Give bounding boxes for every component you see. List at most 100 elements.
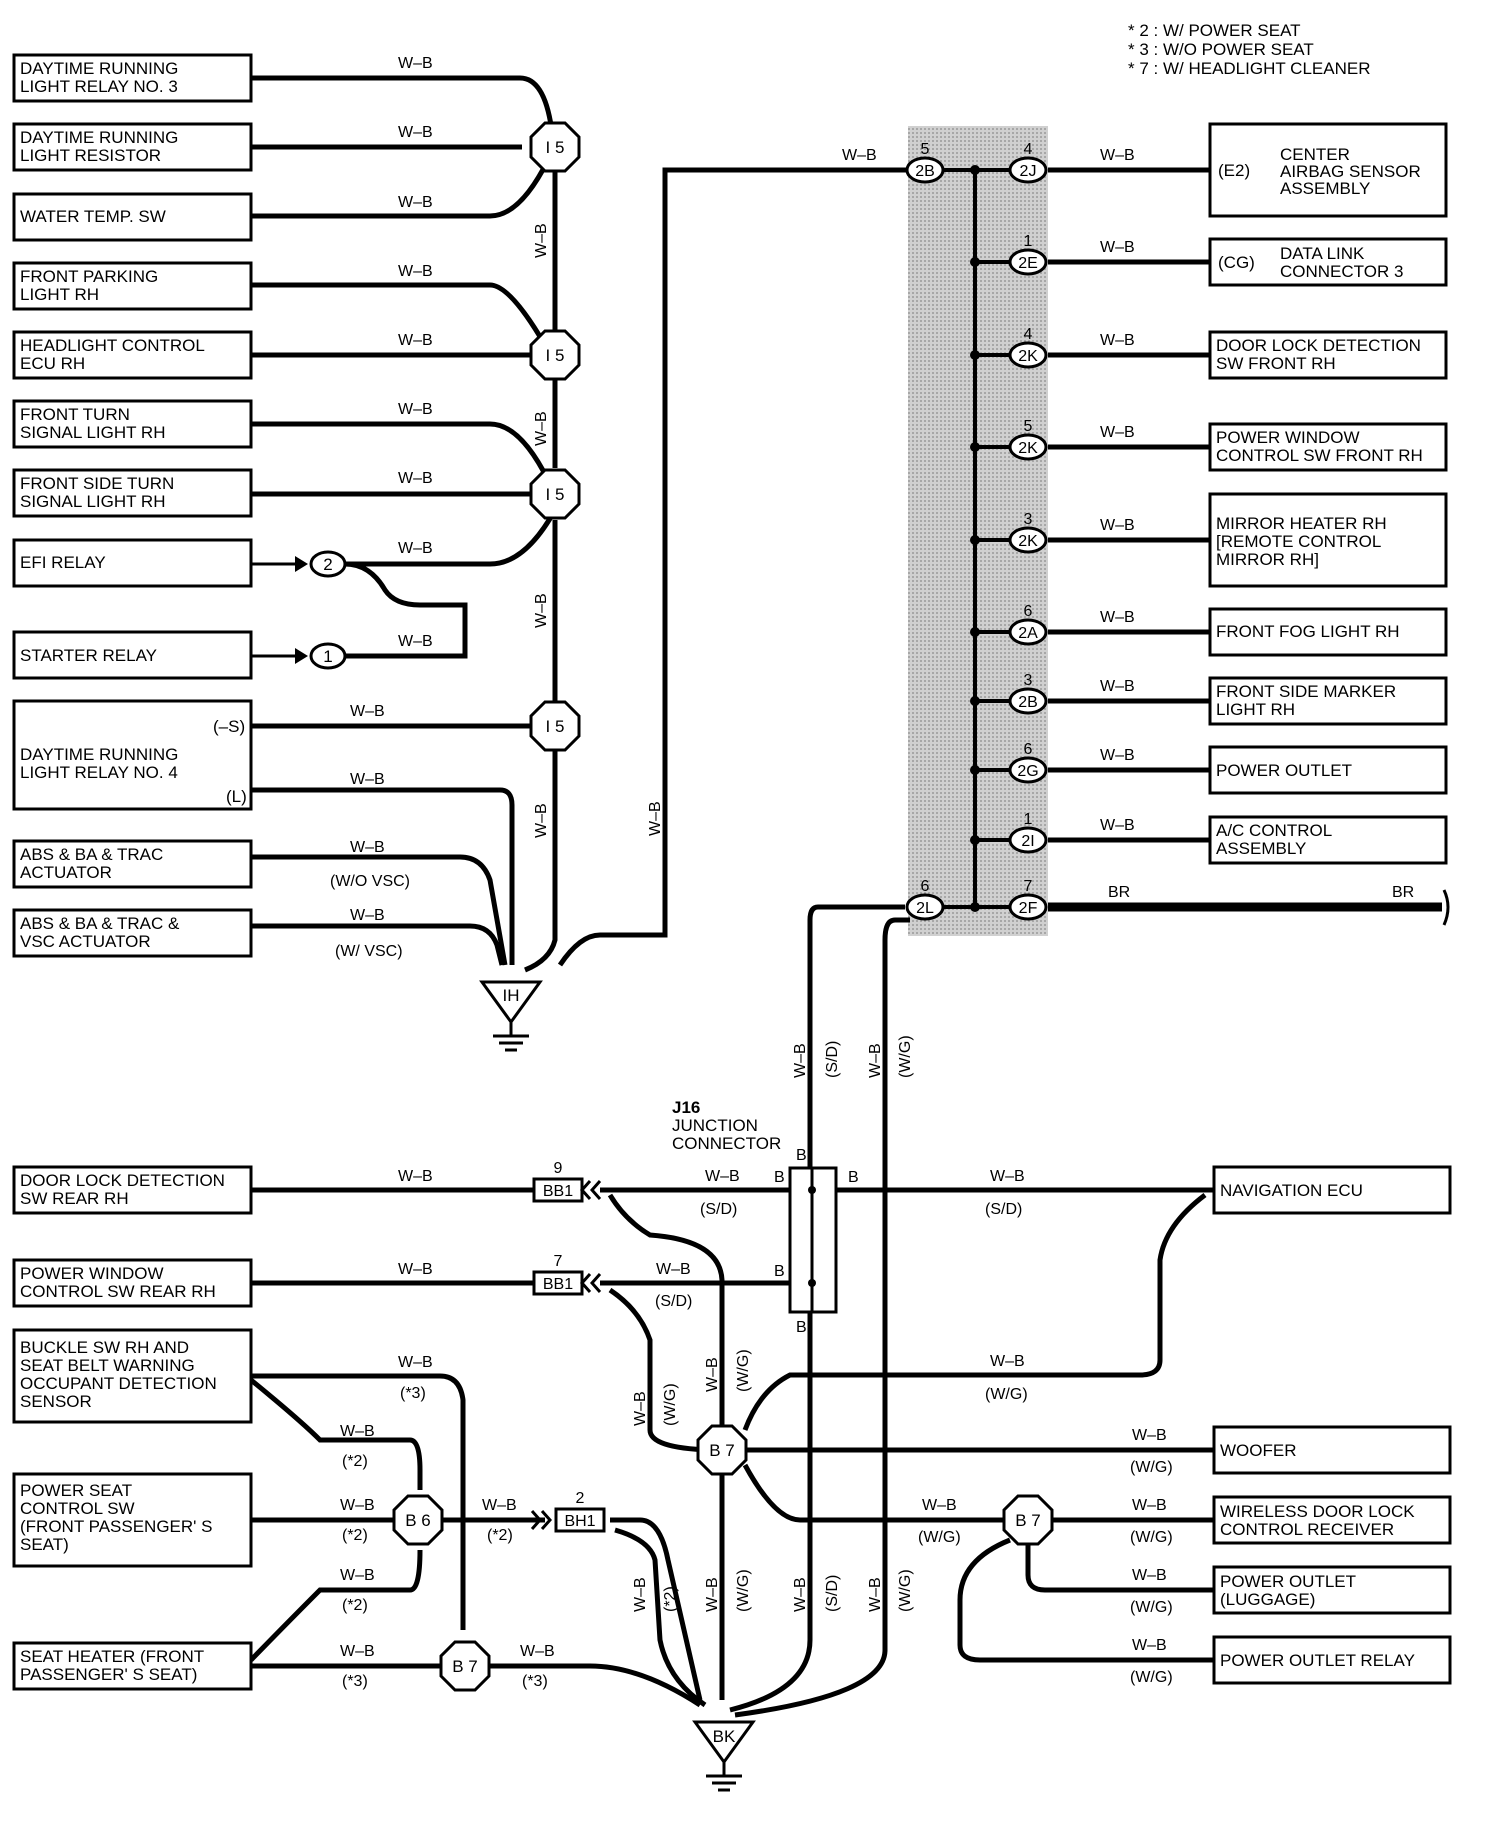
splice-i5: I 5 [529, 329, 581, 381]
component-label: POWER OUTLET [1220, 1572, 1356, 1591]
component-label: POWER OUTLET [1216, 761, 1352, 780]
splice-i5: I 5 [529, 700, 581, 752]
component-label: WOOFER [1220, 1441, 1297, 1460]
svg-text:3: 3 [1024, 511, 1033, 528]
splice-label: I 5 [546, 485, 565, 504]
splice-label: I 5 [546, 346, 565, 365]
component-label: LIGHT RELAY NO. 3 [20, 77, 178, 96]
svg-text:7: 7 [554, 1253, 563, 1270]
variant-label: (*2) [487, 1527, 513, 1544]
svg-text:2A: 2A [1018, 625, 1038, 642]
wire-label: W–B [340, 1567, 375, 1584]
wire-label: W–B [398, 1168, 433, 1185]
svg-text:2: 2 [576, 1490, 585, 1507]
relay-pins: 2 1 [251, 550, 347, 670]
junction-pin: 2A 6 [1006, 603, 1048, 646]
wire-label: W–B [398, 470, 433, 487]
pin-label: (CG) [1218, 253, 1255, 272]
variant-label: (W/G) [1130, 1599, 1173, 1616]
junction-pins: 2J 4 2E 1 2K 4 2K 5 2K 3 [905, 141, 1048, 921]
wire-label: W–B [704, 1357, 721, 1392]
wire-label: W–B [398, 1354, 433, 1371]
connector-arrow-icon [579, 1273, 602, 1293]
component-label: SEAT) [20, 1535, 69, 1554]
component-label: ASSEMBLY [1216, 839, 1306, 858]
svg-text:2K: 2K [1018, 440, 1038, 457]
component-label: FRONT SIDE TURN [20, 474, 174, 493]
component-label: MIRROR RH] [1216, 550, 1319, 569]
component-box [12, 399, 253, 449]
splice-label: I 5 [546, 717, 565, 736]
bottom-wires [249, 904, 1214, 1718]
component-box [12, 330, 253, 380]
component-label: NAVIGATION ECU [1220, 1181, 1363, 1200]
variant-label: (W/G) [897, 1035, 914, 1078]
component-label: FRONT TURN [20, 405, 130, 424]
legend-line: * 7 : W/ HEADLIGHT CLEANER [1128, 59, 1370, 78]
component-box [12, 192, 253, 242]
junction-pin: 2F 7 [1006, 878, 1048, 921]
j16-junction: J16 JUNCTION CONNECTOR B B B B B [672, 1098, 859, 1336]
wire-label: W–B [990, 1168, 1025, 1185]
component-label: OCCUPANT DETECTION [20, 1374, 217, 1393]
connector-arrow-icon [295, 648, 308, 664]
connector-arrow-icon [530, 1510, 553, 1530]
wire-label: W–B [656, 1261, 691, 1278]
pin-oval [309, 642, 347, 670]
svg-text:4: 4 [1024, 141, 1033, 158]
bottom-left-components [12, 1165, 253, 1691]
pin-number: 1 [323, 647, 332, 666]
svg-text:BB1: BB1 [543, 1183, 573, 1200]
component-label: (LUGGAGE) [1220, 1590, 1315, 1609]
component-label: AIRBAG SENSOR [1280, 162, 1421, 181]
variant-label: (*2) [342, 1453, 368, 1470]
wire-label: W–B [398, 263, 433, 280]
wire-label: W–B [1100, 239, 1135, 256]
junction-label: JUNCTION [672, 1116, 758, 1135]
pin-number: 2 [323, 555, 332, 574]
splice-b7: B 7 [439, 1640, 491, 1692]
component-box [12, 908, 253, 958]
component-label: SW REAR RH [20, 1189, 129, 1208]
svg-text:6: 6 [921, 878, 930, 895]
component-box [12, 839, 253, 889]
component-label: A/C CONTROL [1216, 821, 1332, 840]
svg-text:B 6: B 6 [405, 1511, 431, 1530]
wire-label: W–B [350, 771, 385, 788]
component-box [12, 468, 253, 518]
ground-bk: BK [692, 1720, 756, 1792]
wire-label: W–B [533, 593, 550, 628]
svg-text:B 7: B 7 [1015, 1511, 1041, 1530]
legend: * 2 : W/ POWER SEAT * 3 : W/O POWER SEAT… [1128, 21, 1370, 78]
svg-text:BB1: BB1 [543, 1276, 573, 1293]
variant-label: (S/D) [824, 1041, 841, 1078]
wire-label: W–B [398, 332, 433, 349]
variant-label: (W/G) [985, 1386, 1028, 1403]
variant-label: (*2) [342, 1527, 368, 1544]
component-label: SEAT BELT WARNING [20, 1356, 195, 1375]
wire-label: B [848, 1169, 859, 1186]
component-box [12, 53, 253, 103]
variant-label: (*3) [342, 1673, 368, 1690]
top-right-wire-labels: W–B W–B W–B W–B W–B W–B W–B W–B W–B BR B… [1100, 147, 1414, 901]
svg-text:1: 1 [1024, 811, 1033, 828]
ground-symbol-icon [706, 1762, 742, 1792]
wire-label: W–B [1100, 817, 1135, 834]
component-label: HEADLIGHT CONTROL [20, 336, 205, 355]
svg-text:B 7: B 7 [452, 1657, 478, 1676]
ground-label: IH [503, 986, 520, 1005]
component-label: LIGHT RESISTOR [20, 146, 161, 165]
bottom-right-labels: NAVIGATION ECU WOOFER WIRELESS DOOR LOCK… [1220, 1181, 1415, 1670]
wire-label: W–B [350, 703, 385, 720]
component-label: DAYTIME RUNNING [20, 128, 178, 147]
component-label: ACTUATOR [20, 863, 112, 882]
junction-pin: 2I 1 [1006, 811, 1048, 854]
junction-pin: 2B 5 [905, 141, 947, 184]
junction-id: J16 [672, 1098, 700, 1117]
svg-text:2F: 2F [1019, 900, 1038, 917]
connector-arrow-icon [295, 556, 308, 572]
wire-label: W–B [1132, 1637, 1167, 1654]
junction-pin: 2K 3 [1006, 511, 1048, 554]
ground-symbol-icon [493, 1022, 529, 1052]
